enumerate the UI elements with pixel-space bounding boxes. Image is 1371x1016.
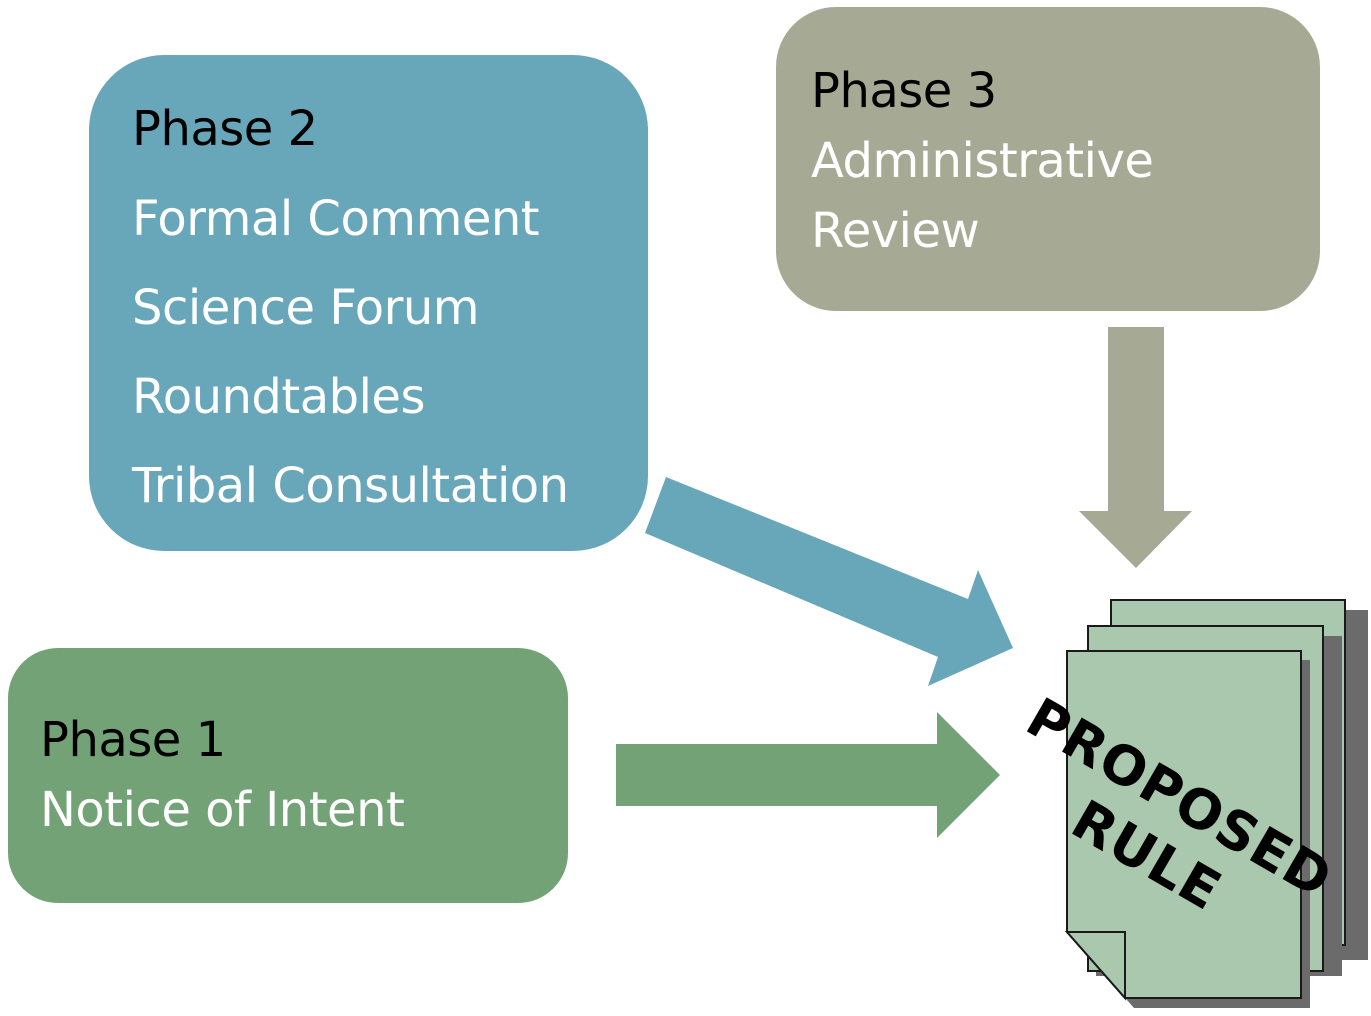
phase2-box: Phase 2 Formal Comment Science Forum Rou…	[89, 55, 648, 551]
phase2-title: Phase 2	[132, 101, 318, 157]
phase2-item: Science Forum	[132, 280, 480, 336]
phase2-item: Formal Comment	[132, 191, 540, 247]
phase1-title: Phase 1	[40, 712, 226, 768]
phase3-arrow	[1079, 327, 1192, 568]
phase2-item: Roundtables	[132, 369, 425, 425]
phase2-arrow	[645, 477, 1013, 686]
proposed-rule-document-icon	[1064, 599, 1368, 1008]
document-page-front	[1066, 650, 1302, 999]
phase1-item: Notice of Intent	[40, 782, 405, 838]
phase3-item: Review	[811, 203, 980, 259]
phase3-box: Phase 3 Administrative Review	[776, 7, 1320, 311]
document-page-fold	[1064, 931, 1126, 1001]
phase2-item: Tribal Consultation	[132, 458, 569, 514]
phase3-title: Phase 3	[811, 63, 997, 119]
phase1-box: Phase 1 Notice of Intent	[8, 648, 568, 903]
phase1-arrow	[616, 712, 1000, 838]
phase3-item: Administrative	[811, 133, 1154, 189]
